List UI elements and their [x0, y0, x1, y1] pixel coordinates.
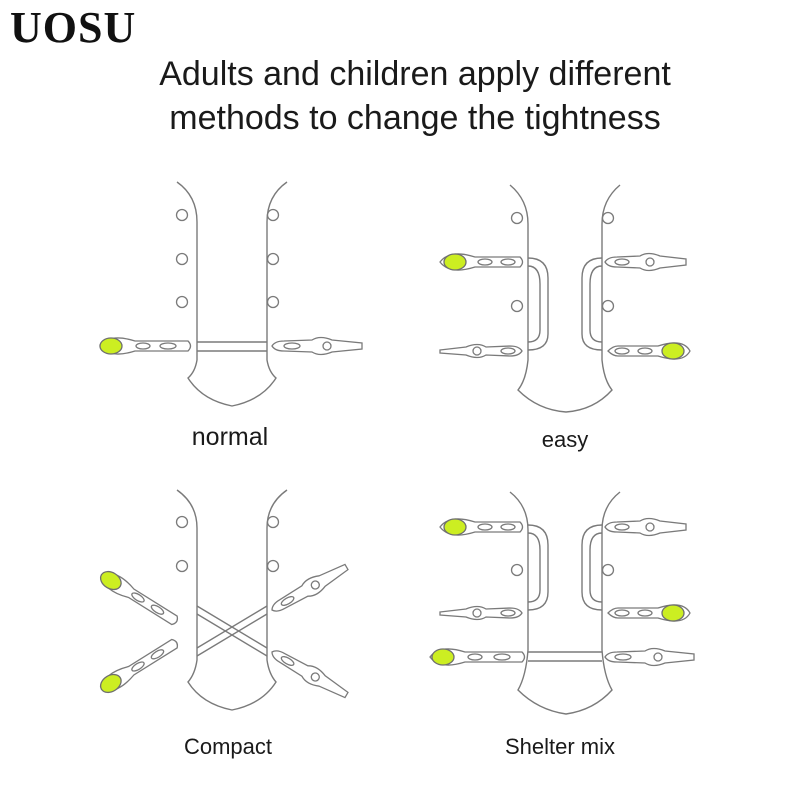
lace-band [528, 651, 602, 662]
lace-lock-right-bottom [271, 650, 349, 699]
headline-line-1: Adults and children apply different [159, 55, 671, 93]
eyelet [601, 299, 615, 313]
lock-tip [443, 518, 467, 536]
lace-lock-left-bottom [99, 638, 179, 694]
lace-loops [527, 257, 603, 351]
eyelet [510, 299, 524, 313]
eyelets [175, 515, 280, 573]
lace-lock-right-top [604, 252, 687, 272]
shoe-outline [509, 184, 621, 413]
eyelet [266, 252, 280, 266]
shoe-outline [176, 489, 288, 711]
label-compact: Compact [183, 734, 273, 759]
lock-tip [661, 342, 685, 360]
eyelet [175, 208, 189, 222]
eyelet [601, 563, 615, 577]
brand-logo: UOSU [10, 3, 137, 52]
lace-lock-left [99, 337, 192, 355]
eyelet [266, 295, 280, 309]
eyelet [601, 211, 615, 225]
eyelet [510, 211, 524, 225]
lace-lock-right-3 [604, 647, 695, 667]
label-easy: easy [541, 427, 589, 452]
lace-loops [527, 524, 603, 611]
lace-lock-left-top [439, 253, 524, 271]
diagram-compact [99, 489, 349, 711]
diagram-easy [439, 184, 691, 413]
lace-lock-right-top [271, 563, 349, 612]
eyelet [510, 563, 524, 577]
shoe-outline [176, 181, 288, 407]
eyelet [175, 252, 189, 266]
eyelet [266, 515, 280, 529]
lace-lock-right-1 [604, 517, 687, 537]
lace-cross [196, 605, 268, 657]
shoe-outline [509, 491, 621, 715]
lock-tip [99, 337, 123, 355]
lock-tip [661, 604, 685, 622]
lace-lock-right-bottom [607, 342, 691, 360]
lock-tip [431, 648, 455, 666]
eyelets [175, 208, 280, 309]
label-normal: normal [191, 423, 269, 451]
lock-tip [99, 673, 122, 694]
eyelets [510, 563, 615, 577]
eyelet [175, 295, 189, 309]
lace-lock-right-2 [607, 604, 691, 622]
label-shelter-mix: Shelter mix [504, 734, 616, 759]
headline: Adults and children apply different meth… [0, 52, 800, 140]
diagram-normal [99, 181, 363, 407]
lock-tip [99, 570, 122, 591]
lace-lock-left-2 [439, 605, 523, 621]
eyelet [175, 515, 189, 529]
lace-band [197, 341, 267, 352]
lock-tip [443, 253, 467, 271]
lace-lock-left-3 [429, 648, 526, 666]
eyelet [266, 208, 280, 222]
eyelet [175, 559, 189, 573]
eyelet [266, 559, 280, 573]
lace-lock-left-bottom [439, 343, 523, 359]
lace-lock-right [271, 336, 363, 356]
eyelets [510, 211, 615, 313]
diagram-shelter-mix [429, 491, 695, 715]
lace-lock-left-top [99, 570, 179, 626]
lace-lock-left-1 [439, 518, 524, 536]
headline-line-2: methods to change the tightness [169, 99, 661, 137]
